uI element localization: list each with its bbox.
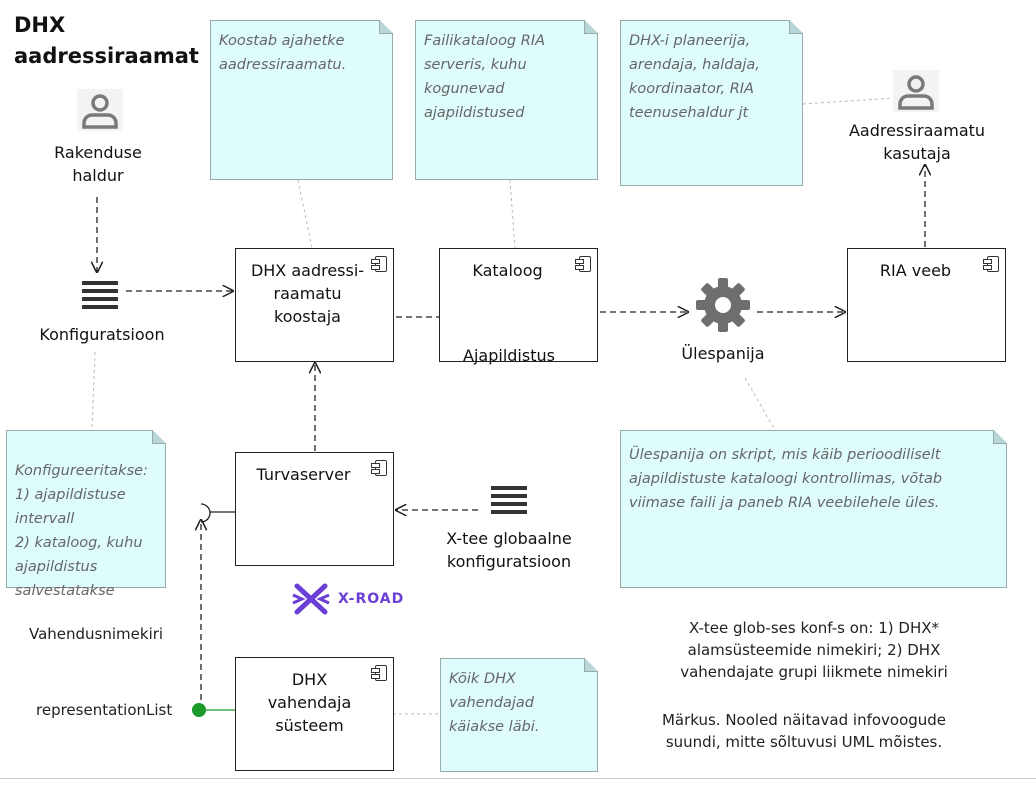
note-config: Konfigureeritakse: 1) ajapildistuse inte… xyxy=(6,430,166,599)
component-security-server-label: Turvaserver xyxy=(256,465,351,484)
component-icon xyxy=(575,256,591,272)
uploader-label: Ülespanija xyxy=(681,344,765,363)
gear-icon xyxy=(696,278,750,332)
actor-admin-icon xyxy=(77,89,123,131)
component-ria-web-label: RIA veeb xyxy=(879,261,952,280)
component-dhx-system-label: DHX vahendaja süsteem xyxy=(267,670,352,735)
component-builder-label: DHX aadressi-raamatu koostaja xyxy=(250,261,365,326)
component-icon xyxy=(983,256,999,272)
note-planners: DHX-i planeerija, arendaja, haldaja, koo… xyxy=(620,20,803,186)
note-link-catalog xyxy=(509,179,516,249)
actor-admin-label: Rakenduse haldur xyxy=(54,143,142,185)
remark-arrows: Märkus. Nooled näitavad infovoogude suun… xyxy=(661,711,947,751)
component-icon xyxy=(371,256,387,272)
actor-user-icon xyxy=(893,70,939,112)
port-dot xyxy=(192,703,206,717)
component-security-server[interactable]: Turvaserver xyxy=(235,452,394,566)
interface-socket xyxy=(200,503,211,523)
xroad-logo-icon xyxy=(292,583,330,615)
port-name-label: representationList xyxy=(36,701,173,719)
note-link-planners xyxy=(802,97,896,105)
interface-name-label: Vahendusnimekiri xyxy=(29,625,164,643)
note-builder: Koostab ajahetke aadressiraamatu. xyxy=(210,20,393,180)
note-link-builder xyxy=(297,179,313,249)
bottom-divider xyxy=(0,778,1036,779)
note-link-config xyxy=(91,351,96,431)
snapshot-label: Ajapildistus xyxy=(463,346,555,365)
configuration-label: Konfiguratsioon xyxy=(39,325,165,344)
component-catalog[interactable]: Kataloog xyxy=(439,248,598,362)
component-catalog-label: Kataloog xyxy=(472,261,543,280)
configuration-list-icon xyxy=(82,281,118,309)
component-icon xyxy=(371,460,387,476)
component-icon xyxy=(371,665,387,681)
note-dhx-system: Kõik DHX vahendajad käiakse läbi. xyxy=(440,658,598,772)
note-catalog: Failikataloog RIA serveris, kuhu kogunev… xyxy=(415,20,598,180)
note-connectors xyxy=(91,97,896,715)
xroad-logo-text: X-ROAD xyxy=(338,591,405,607)
component-dhx-system[interactable]: DHX vahendaja süsteem xyxy=(235,657,394,771)
component-builder[interactable]: DHX aadressi-raamatu koostaja xyxy=(235,248,394,362)
note-uploader: Ülespanija on skript, mis käib perioodil… xyxy=(620,430,1007,588)
component-ria-web[interactable]: RIA veeb xyxy=(847,248,1006,362)
global-conf-label: X-tee globaalne konfiguratsioon xyxy=(446,529,572,571)
remark-global-conf: X-tee glob-ses konf-s on: 1) DHX* alamsü… xyxy=(680,619,948,681)
global-conf-list-icon xyxy=(491,486,527,514)
note-link-uploader xyxy=(744,377,776,431)
diagram-title: DHX aadressiraamat xyxy=(14,13,199,68)
actor-user-label: Aadressiraamatu kasutaja xyxy=(848,121,986,163)
